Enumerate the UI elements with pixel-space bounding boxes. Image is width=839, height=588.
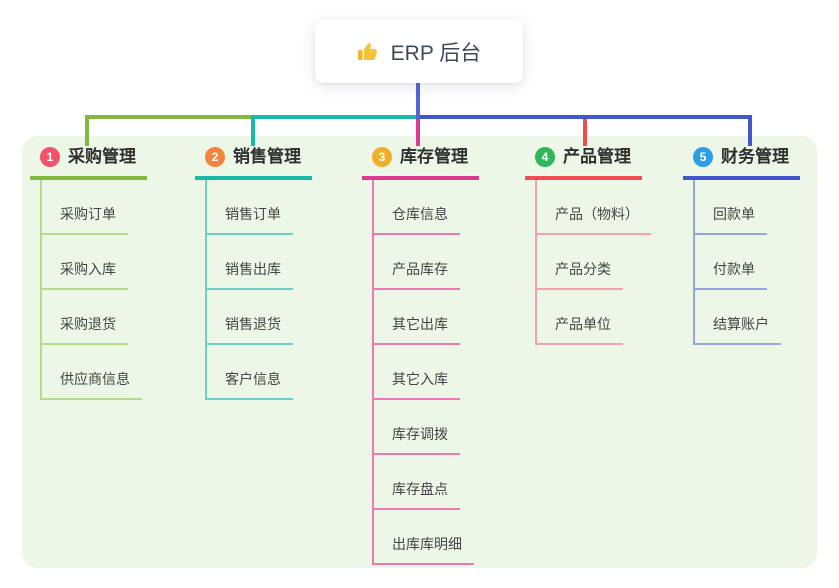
branch-title: 财务管理 [721, 147, 789, 166]
child-node[interactable]: 其它入库 [374, 345, 479, 400]
child-node[interactable]: 产品分类 [537, 235, 642, 290]
child-node[interactable]: 产品（物料） [537, 180, 651, 235]
child-label: 产品（物料） [537, 204, 651, 235]
branch-number-badge: 2 [205, 146, 225, 167]
branch-finance-header[interactable]: 5 财务管理 [683, 146, 800, 180]
branch-sales-children: 销售订单 销售出库 销售退货 客户信息 [205, 180, 312, 400]
thumbs-up-icon [357, 40, 381, 64]
branch-finance: 5 财务管理 回款单 付款单 结算账户 [683, 146, 800, 345]
branch-title: 采购管理 [68, 147, 136, 166]
child-label: 客户信息 [207, 369, 293, 400]
branch-finance-children: 回款单 付款单 结算账户 [693, 180, 800, 345]
child-label: 产品分类 [537, 259, 623, 290]
child-label: 结算账户 [695, 314, 781, 345]
connector-drop-sales [251, 115, 255, 146]
branch-inventory-children: 仓库信息 产品库存 其它出库 其它入库 库存调拨 库存盘点 出库库明细 [372, 180, 479, 565]
root-stem-line [416, 83, 420, 119]
branch-purchase: 1 采购管理 采购订单 采购入库 采购退货 供应商信息 [30, 146, 147, 400]
child-node[interactable]: 采购退货 [42, 290, 147, 345]
connector-drop-finance [748, 115, 752, 146]
child-node[interactable]: 采购入库 [42, 235, 147, 290]
child-label: 付款单 [695, 259, 767, 290]
child-label: 仓库信息 [374, 204, 460, 235]
branch-sales-header[interactable]: 2 销售管理 [195, 146, 312, 180]
child-label: 销售退货 [207, 314, 293, 345]
child-label: 其它出库 [374, 314, 460, 345]
child-label: 供应商信息 [42, 369, 142, 400]
child-node[interactable]: 结算账户 [695, 290, 800, 345]
child-label: 采购订单 [42, 204, 128, 235]
child-node[interactable]: 销售出库 [207, 235, 312, 290]
child-label: 产品库存 [374, 259, 460, 290]
child-node[interactable]: 供应商信息 [42, 345, 147, 400]
connector-horizontal-sales [251, 115, 420, 119]
child-label: 回款单 [695, 204, 767, 235]
child-node[interactable]: 采购订单 [42, 180, 147, 235]
branch-title: 库存管理 [400, 147, 468, 166]
branch-purchase-children: 采购订单 采购入库 采购退货 供应商信息 [40, 180, 147, 400]
branch-product-header[interactable]: 4 产品管理 [525, 146, 642, 180]
connector-drop-purchase [85, 115, 89, 146]
root-node[interactable]: ERP 后台 [315, 20, 523, 83]
child-node[interactable]: 库存盘点 [374, 455, 479, 510]
root-label: ERP 后台 [390, 41, 482, 65]
branches-background-panel [22, 136, 817, 568]
child-node[interactable]: 客户信息 [207, 345, 312, 400]
child-node[interactable]: 其它出库 [374, 290, 479, 345]
child-label: 采购入库 [42, 259, 128, 290]
child-node[interactable]: 销售退货 [207, 290, 312, 345]
child-label: 其它入库 [374, 369, 460, 400]
connector-horizontal-purchase [85, 115, 255, 119]
connector-horizontal-finance [416, 115, 752, 119]
child-node[interactable]: 产品库存 [374, 235, 479, 290]
child-node[interactable]: 库存调拨 [374, 400, 479, 455]
connector-drop-inventory [416, 115, 420, 146]
branch-purchase-header[interactable]: 1 采购管理 [30, 146, 147, 180]
child-node[interactable]: 出库库明细 [374, 510, 479, 565]
branch-number-badge: 3 [372, 146, 392, 167]
child-label: 产品单位 [537, 314, 623, 345]
branch-title: 产品管理 [563, 147, 631, 166]
branch-inventory-header[interactable]: 3 库存管理 [362, 146, 479, 180]
child-label: 出库库明细 [374, 534, 474, 565]
branch-title: 销售管理 [233, 147, 301, 166]
branch-number-badge: 5 [693, 146, 713, 167]
child-label: 库存调拨 [374, 424, 460, 455]
child-label: 库存盘点 [374, 479, 460, 510]
branch-inventory: 3 库存管理 仓库信息 产品库存 其它出库 其它入库 库存调拨 库存盘点 出库库… [362, 146, 479, 565]
child-label: 销售出库 [207, 259, 293, 290]
branch-product: 4 产品管理 产品（物料） 产品分类 产品单位 [525, 146, 651, 345]
branch-number-badge: 1 [40, 146, 60, 167]
connector-drop-product [583, 115, 587, 146]
child-node[interactable]: 仓库信息 [374, 180, 479, 235]
child-node[interactable]: 产品单位 [537, 290, 642, 345]
child-label: 采购退货 [42, 314, 128, 345]
child-node[interactable]: 回款单 [695, 180, 800, 235]
child-node[interactable]: 销售订单 [207, 180, 312, 235]
child-node[interactable]: 付款单 [695, 235, 800, 290]
branch-sales: 2 销售管理 销售订单 销售出库 销售退货 客户信息 [195, 146, 312, 400]
child-label: 销售订单 [207, 204, 293, 235]
branch-product-children: 产品（物料） 产品分类 产品单位 [535, 180, 651, 345]
branch-number-badge: 4 [535, 146, 555, 167]
